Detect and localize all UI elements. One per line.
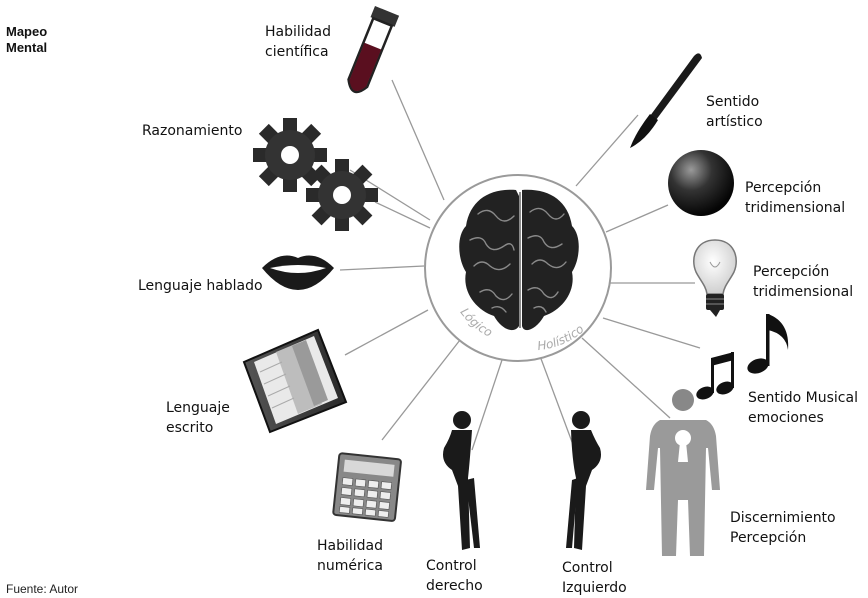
person-icon xyxy=(646,389,720,556)
label-habilidad-cientifica: Habilidad científica xyxy=(265,22,331,62)
label-line: Sentido xyxy=(706,94,760,110)
silhouette-icon xyxy=(566,411,601,550)
connector-line xyxy=(374,201,431,229)
book-icon xyxy=(242,328,348,434)
connector-line xyxy=(581,337,671,419)
label-line: tridimensional xyxy=(753,284,854,300)
label-line: emociones xyxy=(748,410,824,426)
silhouette-icon xyxy=(443,411,480,550)
source-caption: Fuente: Autor xyxy=(6,582,79,596)
gears-icon xyxy=(253,118,378,231)
label-line: Percepción xyxy=(730,530,807,546)
connector-line xyxy=(381,339,461,441)
label-line: Mental xyxy=(6,40,48,55)
connector-line xyxy=(605,204,669,233)
connector-line xyxy=(575,114,639,187)
lips-icon xyxy=(262,255,334,290)
label-lenguaje-escrito: Lenguaje escrito xyxy=(166,398,230,438)
calculator-icon xyxy=(332,452,402,522)
label-line: tridimensional xyxy=(745,200,846,216)
lightbulb-icon xyxy=(693,239,737,317)
connector-line xyxy=(344,309,429,356)
label-line: Control xyxy=(426,558,477,574)
label-line: Discernimiento xyxy=(730,510,836,526)
label-line: Percepción xyxy=(753,264,830,280)
label-percepcion-bulb: Percepción tridimensional xyxy=(753,262,853,302)
label-habilidad-numerica: Habilidad numérica xyxy=(317,536,383,576)
label-sentido-musical: Sentido Musical emociones xyxy=(748,388,858,428)
label-razonamiento: Razonamiento xyxy=(142,121,242,141)
label-line: Control xyxy=(562,560,613,576)
label-line: Izquierdo xyxy=(562,580,627,596)
connector-line xyxy=(539,355,576,451)
connector-line xyxy=(391,79,445,201)
label-control-derecho: Control derecho xyxy=(426,556,483,596)
sphere-icon xyxy=(668,150,734,216)
label-line: Mapeo xyxy=(6,24,48,39)
label-line: Lenguaje xyxy=(166,400,230,416)
brain-icon xyxy=(459,189,579,331)
label-lenguaje-hablado: Lenguaje hablado xyxy=(138,276,263,296)
label-line: Sentido Musical xyxy=(748,390,858,406)
connector-line xyxy=(339,265,425,271)
label-line: científica xyxy=(265,44,329,60)
label-line: derecho xyxy=(426,578,483,594)
label-line: Percepción xyxy=(745,180,822,196)
music-notes-icon xyxy=(696,314,789,400)
label-line: Habilidad xyxy=(265,24,332,40)
label-line: Razonamiento xyxy=(142,123,243,139)
label-line: Habilidad xyxy=(317,538,384,554)
label-percepcion-sphere: Percepción tridimensional xyxy=(745,178,845,218)
label-sentido-artistico: Sentido artístico xyxy=(706,92,763,132)
label-line: numérica xyxy=(317,558,383,574)
paintbrush-icon xyxy=(630,53,702,148)
label-line: Lenguaje hablado xyxy=(138,278,263,294)
label-line: artístico xyxy=(706,114,763,130)
page-title: Mapeo Mental xyxy=(6,24,47,56)
connector-line xyxy=(471,359,503,451)
connector-line xyxy=(602,317,701,349)
label-line: escrito xyxy=(166,420,214,436)
test-tube-icon xyxy=(347,6,400,94)
